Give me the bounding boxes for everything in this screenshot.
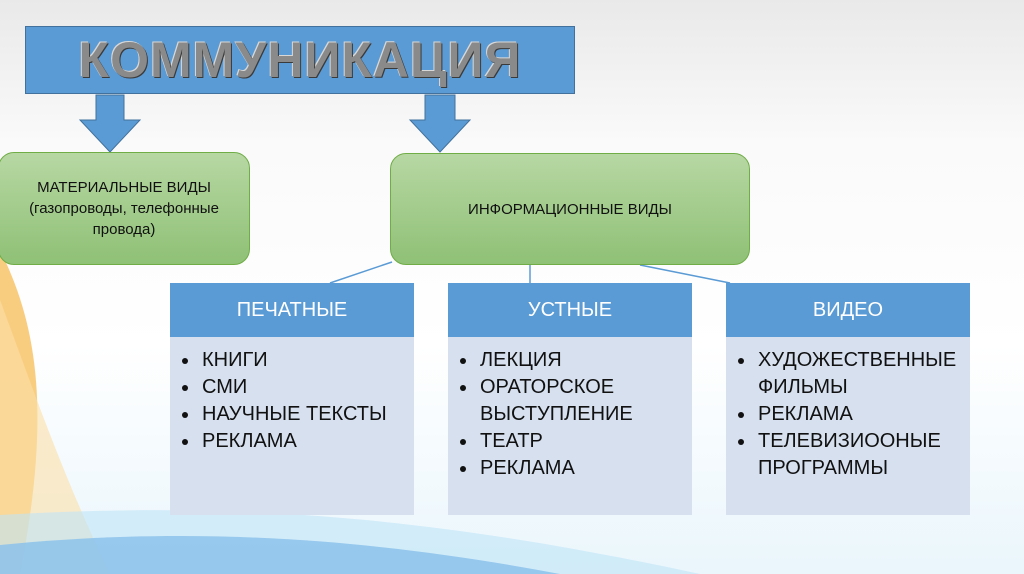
column-header: ВИДЕО [726, 283, 970, 337]
column-oral: УСТНЫЕ ЛЕКЦИЯ ОРАТОРСКОЕ ВЫСТУПЛЕНИЕ ТЕА… [448, 283, 692, 515]
column-header: ПЕЧАТНЫЕ [170, 283, 414, 337]
column-video: ВИДЕО ХУДОЖЕСТВЕННЫЕ ФИЛЬМЫ РЕКЛАМА ТЕЛЕ… [726, 283, 970, 515]
list-item: ЛЕКЦИЯ [478, 347, 682, 374]
informational-title: ИНФОРМАЦИОННЫЕ ВИДЫ [468, 200, 672, 218]
list-item: НАУЧНЫЕ ТЕКСТЫ [200, 401, 404, 428]
title-text: КОММУНИКАЦИЯ [78, 32, 522, 88]
orange-swoosh-light [0, 300, 110, 574]
list-item: СМИ [200, 374, 404, 401]
connector-line [639, 264, 731, 284]
list-item: КНИГИ [200, 347, 404, 374]
title-box: КОММУНИКАЦИЯ [25, 26, 575, 94]
connector-line [329, 261, 393, 284]
column-printed: ПЕЧАТНЫЕ КНИГИ СМИ НАУЧНЫЕ ТЕКСТЫ РЕКЛАМ… [170, 283, 414, 515]
light-blue-swoosh [0, 510, 700, 574]
list-item: ТЕАТР [478, 428, 682, 455]
informational-types-box: ИНФОРМАЦИОННЫЕ ВИДЫ [390, 153, 750, 265]
arrow-down-icon [78, 94, 142, 153]
material-types-box: МАТЕРИАЛЬНЫЕ ВИДЫ (газопроводы, телефонн… [0, 152, 250, 265]
list-item: РЕКЛАМА [200, 428, 404, 455]
material-title: МАТЕРИАЛЬНЫЕ ВИДЫ [37, 179, 211, 196]
list-item: ОРАТОРСКОЕ ВЫСТУПЛЕНИЕ [478, 374, 682, 428]
list-item: ХУДОЖЕСТВЕННЫЕ ФИЛЬМЫ [756, 347, 960, 401]
list-item: ТЕЛЕВИЗИООНЫЕ ПРОГРАММЫ [756, 428, 960, 482]
list-item: РЕКЛАМА [478, 455, 682, 482]
list-item: РЕКЛАМА [756, 401, 960, 428]
arrow-down-icon [408, 94, 472, 153]
column-header: УСТНЫЕ [448, 283, 692, 337]
material-subtitle: (газопроводы, телефонные провода) [29, 200, 219, 238]
